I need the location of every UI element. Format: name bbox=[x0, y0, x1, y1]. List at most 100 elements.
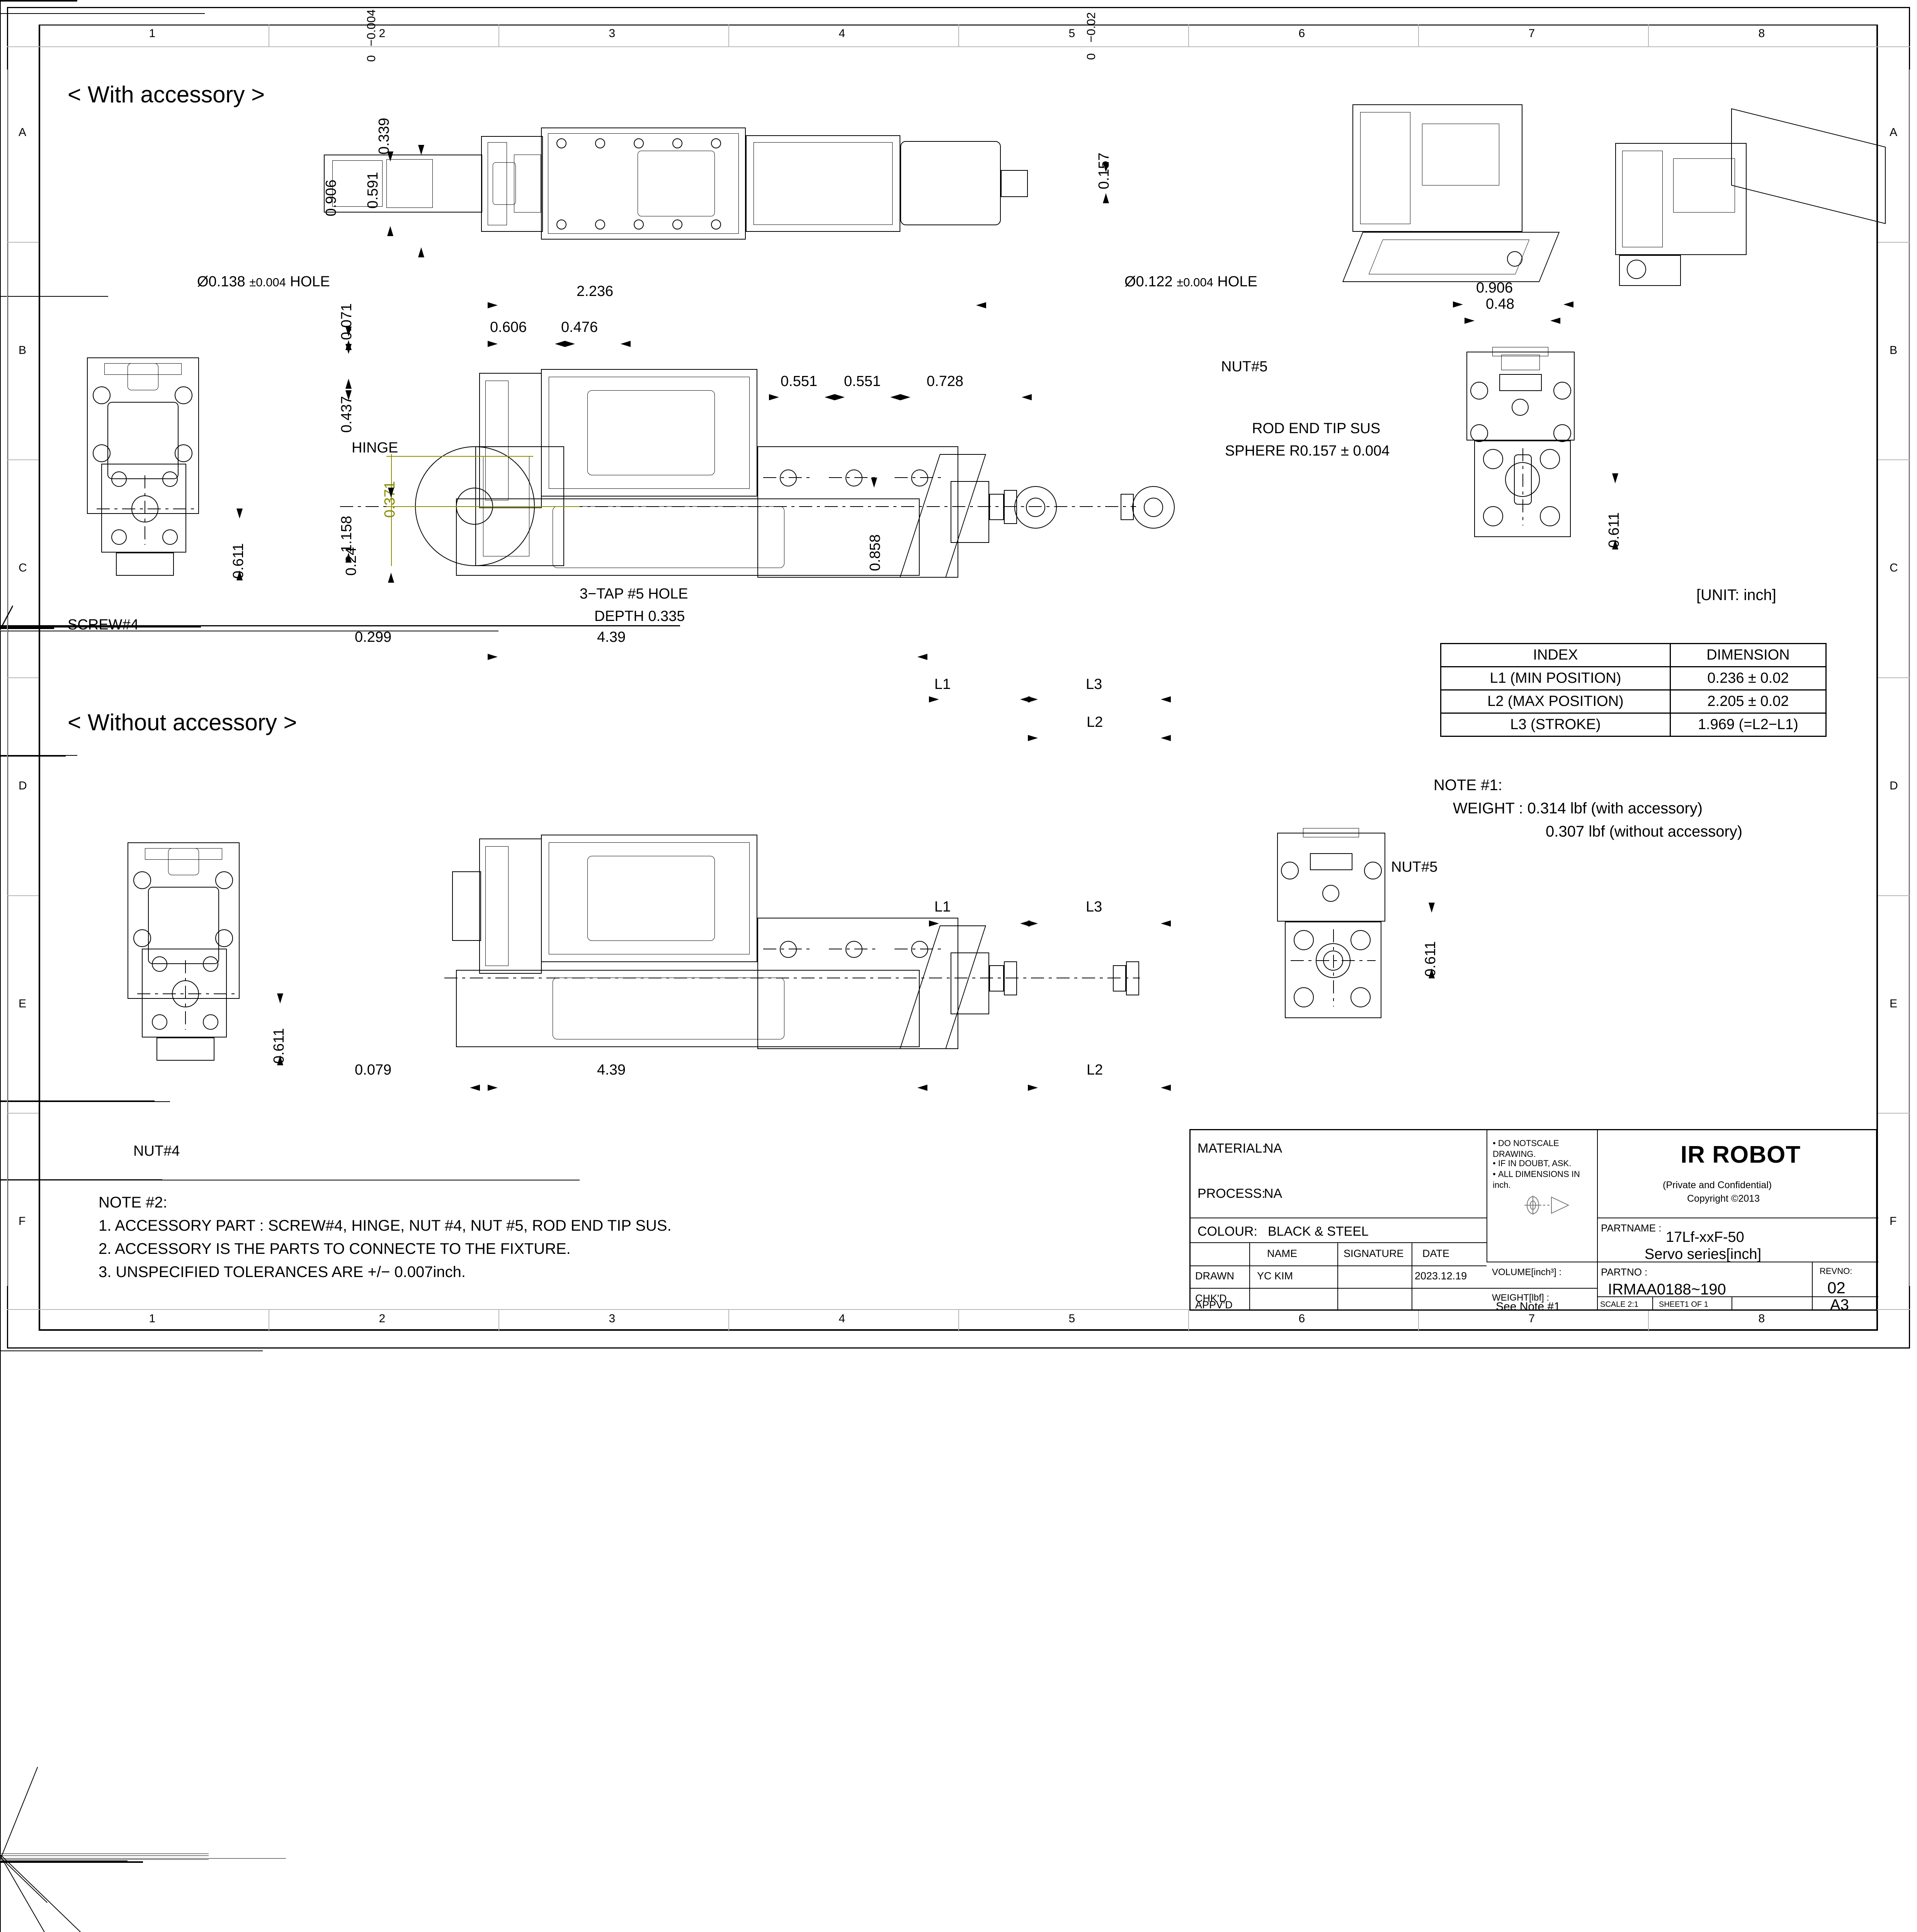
dim-439-bot: 4.39 bbox=[597, 1062, 626, 1078]
dim-L1-top: L1 bbox=[934, 676, 951, 692]
zone-label-bottom-8: 8 bbox=[1758, 1312, 1765, 1325]
callout-screw4: SCREW#4 bbox=[68, 617, 139, 633]
material-value: NA bbox=[1264, 1141, 1283, 1156]
drawn-name-value: YC KIM bbox=[1257, 1270, 1293, 1282]
revno-value: 02 bbox=[1827, 1279, 1846, 1297]
zone-tick bbox=[958, 24, 959, 46]
partno-value: IRMAA0188~190 bbox=[1608, 1281, 1726, 1298]
dim-0551-b: 0.551 bbox=[844, 373, 881, 389]
row-appvd-label: APPV'D bbox=[1195, 1299, 1233, 1311]
zone-tick bbox=[1878, 459, 1910, 461]
zone-label-right-E: E bbox=[1890, 997, 1898, 1010]
table-cell-index: L3 (STROKE) bbox=[1440, 713, 1671, 737]
hole-0138-tol: ±0.004 bbox=[249, 276, 286, 289]
sheet-value: SHEET1 OF 1 bbox=[1659, 1300, 1708, 1309]
zone-label-bottom-2: 2 bbox=[379, 1312, 386, 1325]
table-header-index: INDEX bbox=[1440, 643, 1671, 667]
zone-label-left-E: E bbox=[19, 997, 27, 1010]
confidential-note: (Private and Confidential) bbox=[1663, 1180, 1772, 1190]
col-date-header: DATE bbox=[1422, 1248, 1450, 1259]
zone-label-right-D: D bbox=[1890, 779, 1898, 792]
copyright-note: Copyright ©2013 bbox=[1687, 1193, 1760, 1204]
dim-0339-upper-tol: 0 bbox=[364, 55, 378, 62]
zone-tick bbox=[1648, 1309, 1649, 1332]
row-chkd-label: CHK'D bbox=[1195, 1293, 1227, 1304]
zone-label-left-A: A bbox=[19, 126, 27, 139]
zone-label-bottom-6: 6 bbox=[1298, 1312, 1305, 1325]
zone-tick bbox=[728, 1309, 729, 1332]
partname-label: PARTNAME : bbox=[1601, 1222, 1662, 1234]
zone-label-bottom-3: 3 bbox=[609, 1312, 616, 1325]
callout-hole-0122: Ø0.122 ±0.004 HOLE bbox=[1124, 274, 1257, 289]
zone-label-bottom-7: 7 bbox=[1528, 1312, 1535, 1325]
zone-label-top-1: 1 bbox=[149, 27, 156, 40]
note2-line1: 1. ACCESSORY PART : SCREW#4, HINGE, NUT … bbox=[99, 1217, 672, 1234]
zone-label-left-D: D bbox=[19, 779, 27, 792]
partname-value-1: 17Lf-xxF-50 bbox=[1666, 1229, 1744, 1245]
zone-rule-top2 bbox=[7, 46, 1910, 47]
table-row: L1 (MIN POSITION) 0.236 ± 0.02 bbox=[1440, 666, 1827, 690]
dim-0157-lower-tol: −0.02 bbox=[1084, 12, 1098, 43]
zone-tick bbox=[958, 1309, 959, 1332]
hole-0138-value: Ø0.138 bbox=[197, 274, 245, 290]
table-cell-index: L1 (MIN POSITION) bbox=[1440, 666, 1671, 690]
colour-value: BLACK & STEEL bbox=[1268, 1224, 1369, 1239]
dim-0371: 0.371 bbox=[382, 481, 398, 518]
table-row: L3 (STROKE) 1.969 (=L2−L1) bbox=[1440, 713, 1827, 737]
table-cell-index: L2 (MAX POSITION) bbox=[1440, 689, 1671, 714]
drawn-date-value: 2023.12.19 bbox=[1415, 1270, 1467, 1282]
heading-with-accessory: < With accessory > bbox=[68, 82, 265, 107]
dim-L3-top: L3 bbox=[1086, 676, 1102, 692]
table-cell-dimension: 0.236 ± 0.02 bbox=[1669, 666, 1827, 690]
zone-tick bbox=[7, 1113, 39, 1114]
hole-0138-suffix: HOLE bbox=[290, 274, 330, 290]
zone-tick bbox=[1418, 1309, 1419, 1332]
dim-0079: 0.079 bbox=[355, 1062, 392, 1078]
dim-0476: 0.476 bbox=[561, 319, 598, 335]
dim-0858: 0.858 bbox=[867, 534, 883, 571]
zone-tick bbox=[7, 459, 39, 461]
dim-0339-lower-tol: −0.004 bbox=[364, 9, 378, 46]
material-label: MATERIAL: bbox=[1197, 1141, 1266, 1156]
dim-0906-right: 0.906 bbox=[1476, 280, 1513, 296]
sheet-size-value: A3 bbox=[1830, 1296, 1849, 1313]
zone-rule-right bbox=[1909, 70, 1910, 1286]
partno-label: PARTNO : bbox=[1601, 1266, 1648, 1278]
row-drawn-label: DRAWN bbox=[1195, 1270, 1234, 1282]
dim-L3-bot: L3 bbox=[1086, 899, 1102, 915]
dim-L1-bot: L1 bbox=[934, 899, 951, 915]
heading-without-accessory: < Without accessory > bbox=[68, 709, 297, 735]
dim-0591: 0.591 bbox=[365, 172, 381, 209]
callout-rod-end-line2: SPHERE R0.157 ± 0.004 bbox=[1225, 443, 1390, 459]
table-header-row: INDEX DIMENSION bbox=[1440, 643, 1827, 667]
col-signature-header: SIGNATURE bbox=[1344, 1248, 1404, 1259]
zone-label-bottom-4: 4 bbox=[839, 1312, 845, 1325]
partname-value-2: Servo series[inch] bbox=[1645, 1246, 1762, 1262]
zone-label-top-2: 2 bbox=[379, 27, 386, 40]
dim-0299: 0.299 bbox=[355, 629, 392, 645]
zone-label-left-B: B bbox=[19, 344, 27, 357]
zone-label-right-F: F bbox=[1890, 1215, 1897, 1228]
dim-0611-left: 0.611 bbox=[230, 543, 247, 579]
dim-0728: 0.728 bbox=[927, 373, 964, 389]
table-cell-dimension: 2.205 ± 0.02 bbox=[1669, 689, 1827, 714]
hole-0122-suffix: HOLE bbox=[1217, 274, 1257, 290]
hole-0122-tol: ±0.004 bbox=[1177, 276, 1213, 289]
revno-label: REVNO: bbox=[1820, 1266, 1852, 1276]
zone-label-top-4: 4 bbox=[839, 27, 845, 40]
unit-note: [UNIT: inch] bbox=[1696, 587, 1776, 604]
dim-0071: 0.071 bbox=[338, 303, 355, 340]
note2-line3: 3. UNSPECIFIED TOLERANCES ARE +/− 0.007i… bbox=[99, 1264, 466, 1281]
zone-label-right-A: A bbox=[1890, 126, 1898, 139]
volume-label: VOLUME[inch³] : bbox=[1492, 1267, 1562, 1277]
top-view-with-accessory bbox=[0, 0, 1917, 240]
dimension-table: INDEX DIMENSION L1 (MIN POSITION) 0.236 … bbox=[1440, 643, 1827, 737]
zone-label-top-3: 3 bbox=[609, 27, 616, 40]
zone-label-right-C: C bbox=[1890, 561, 1898, 575]
dim-L2-top: L2 bbox=[1087, 714, 1103, 730]
zone-tick bbox=[1878, 242, 1910, 243]
dim-024: 0.24 bbox=[343, 547, 359, 576]
zone-tick bbox=[7, 895, 39, 896]
title-block: MATERIAL: NA PROCESS: NA COLOUR: BLACK &… bbox=[1189, 1129, 1878, 1313]
dim-0437: 0.437 bbox=[338, 396, 355, 433]
